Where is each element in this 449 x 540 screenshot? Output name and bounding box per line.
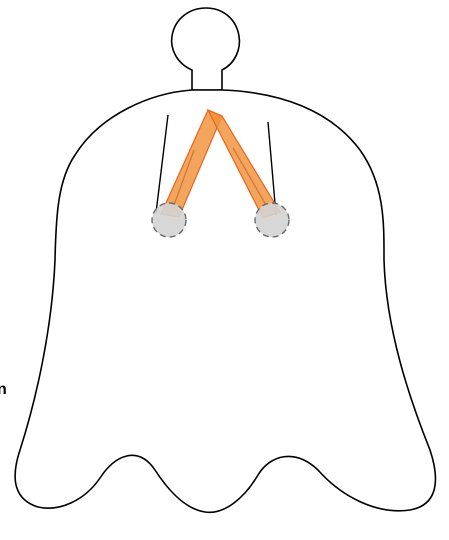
edge-text-fragment: n <box>0 380 7 400</box>
left-joint <box>152 203 186 237</box>
ghost-body-outline <box>15 90 435 512</box>
right-joint <box>255 203 289 237</box>
top-knob-outline <box>172 8 240 90</box>
